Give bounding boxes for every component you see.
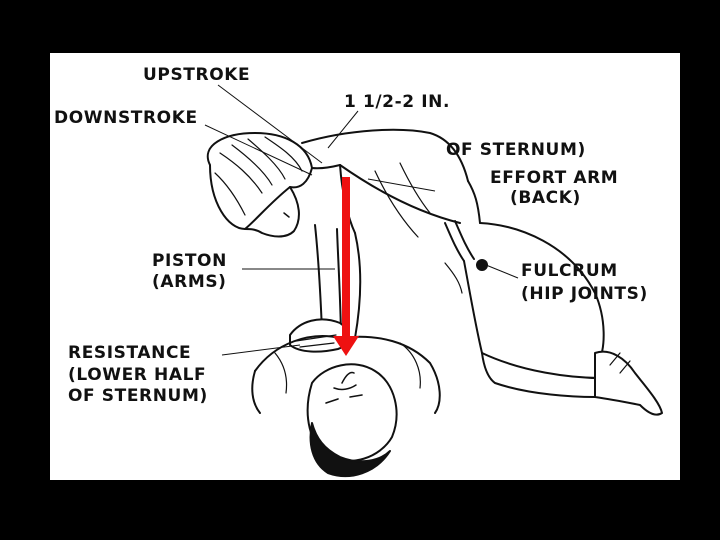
rescuer-far-arm — [355, 233, 360, 338]
resistance-leader — [222, 345, 300, 355]
effort-arm-sub-label: (BACK) — [510, 188, 581, 208]
piston-label: PISTON — [152, 251, 227, 271]
rescuer-belt — [445, 223, 464, 261]
rescuer-near-arm — [315, 225, 322, 331]
diagram-panel: UPSTROKE DOWNSTROKE 1 1/2-2 IN. OF STERN… — [50, 53, 680, 480]
rescuer-back — [302, 130, 468, 181]
depth-label: 1 1/2-2 IN. — [344, 92, 450, 112]
fulcrum-sub-label: (HIP JOINTS) — [521, 284, 648, 304]
depth-leader — [328, 111, 358, 148]
resistance-sub1-label: (LOWER HALF — [68, 365, 206, 385]
rescuer-calf — [482, 353, 610, 378]
patient-figure — [252, 336, 439, 476]
resistance-sub2-label: OF STERNUM) — [68, 386, 208, 406]
fulcrum-label: FULCRUM — [521, 261, 618, 281]
fulcrum-leader — [486, 265, 518, 278]
resistance-label: RESISTANCE — [68, 343, 191, 363]
downstroke-label: DOWNSTROKE — [54, 108, 198, 128]
piston-sub-label: (ARMS) — [152, 272, 227, 292]
effort-arm-label: EFFORT ARM — [490, 168, 618, 188]
upstroke-label: UPSTROKE — [143, 65, 250, 85]
of-sternum-label: OF STERNUM) — [446, 140, 586, 160]
rescuer-shoe — [595, 352, 662, 415]
